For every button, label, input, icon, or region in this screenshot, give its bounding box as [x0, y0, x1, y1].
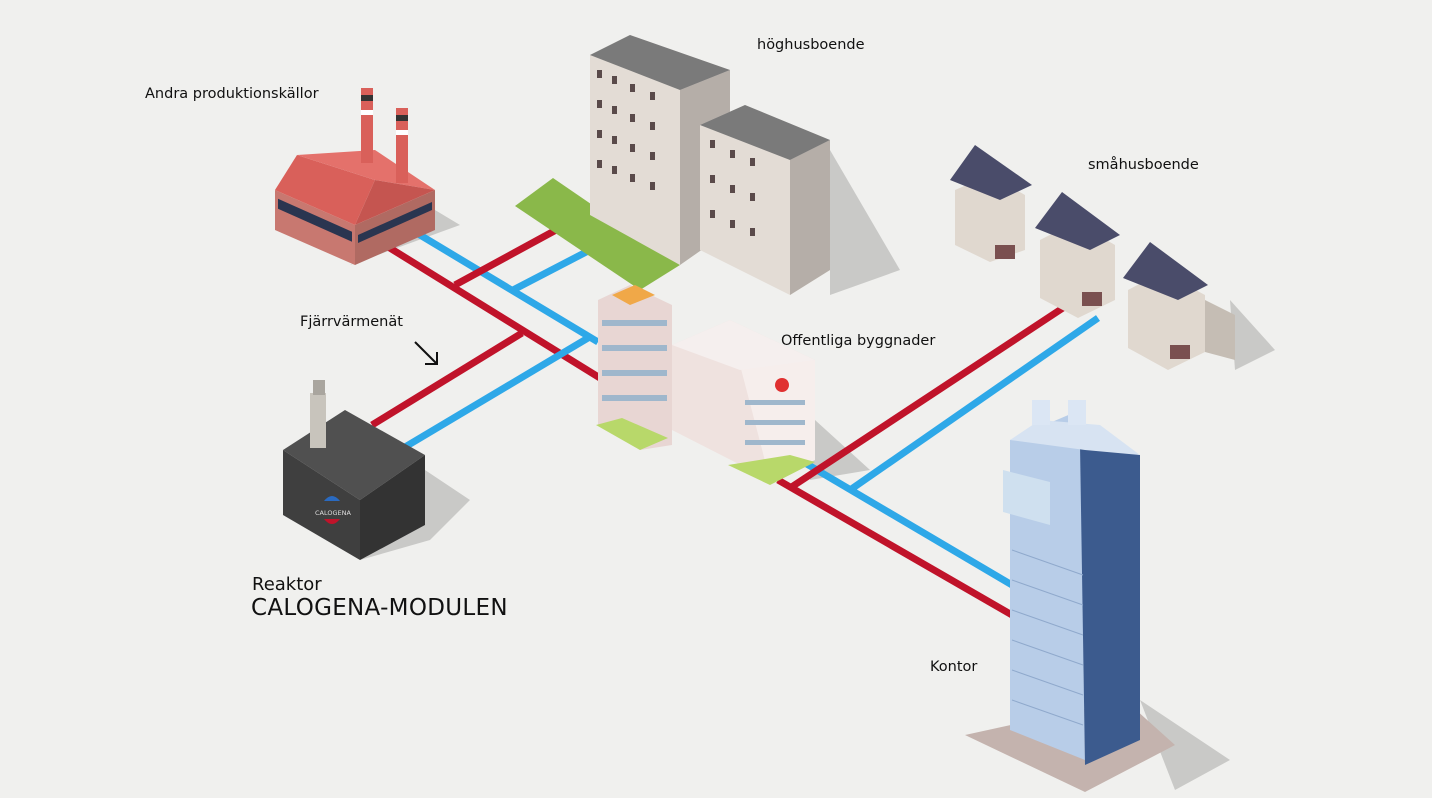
label-smallhouse: småhusboende — [1088, 157, 1199, 173]
reactor-module: CALOGENA — [283, 380, 425, 560]
return-pipe — [511, 246, 592, 294]
calogena-logo-icon — [324, 496, 340, 501]
apartment-buildings — [590, 35, 830, 295]
pipes — [370, 226, 1100, 619]
label-reactor: Reaktor — [252, 574, 322, 595]
supply-pipe — [370, 330, 524, 428]
reactor-chimney — [310, 393, 326, 448]
supply-pipe — [788, 297, 1077, 491]
small-houses — [950, 145, 1235, 370]
return-pipe — [848, 315, 1100, 493]
label-reactor-module: CALOGENA-MODULEN — [251, 595, 508, 621]
logo-text: CALOGENA — [315, 509, 351, 517]
return-pipe — [403, 334, 590, 451]
supply-pipe — [453, 226, 558, 289]
label-network: Fjärrvärmenät — [300, 314, 403, 330]
supply-pipe — [776, 476, 1014, 619]
return-pipe — [413, 229, 600, 345]
label-other-sources: Andra produktionskällor — [145, 86, 319, 102]
label-public: Offentliga byggnader — [781, 333, 936, 349]
factory-building — [275, 88, 435, 265]
arrow-icon — [414, 341, 438, 365]
office-tower — [965, 400, 1175, 792]
public-buildings — [596, 285, 815, 485]
label-office: Kontor — [930, 659, 978, 675]
label-highrise: höghusboende — [757, 37, 865, 53]
return-pipe — [798, 456, 1014, 589]
lawn — [515, 178, 680, 290]
